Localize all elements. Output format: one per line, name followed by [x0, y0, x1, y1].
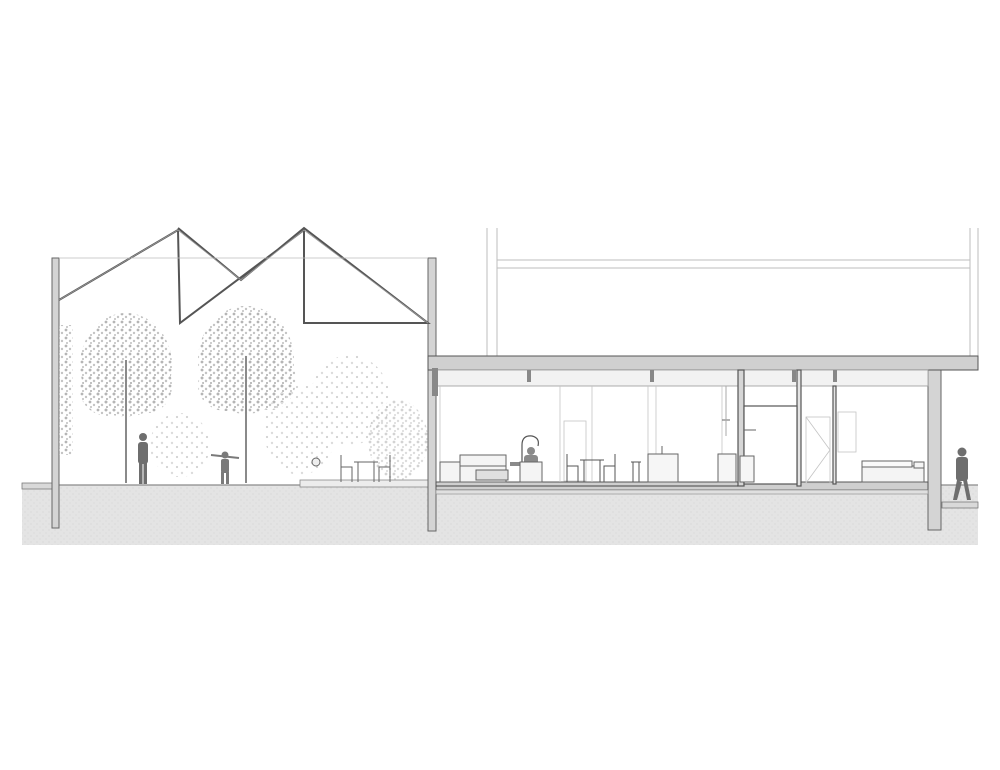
- sawtooth-roof-frame: [58, 226, 431, 325]
- sofa: [439, 454, 509, 483]
- kitchen-island: [647, 386, 737, 483]
- foundation-band: [435, 489, 929, 495]
- background-building-outline: [486, 228, 979, 356]
- background-foliage: [150, 355, 428, 480]
- tree-right: [198, 306, 296, 483]
- ceiling-band: [435, 369, 929, 387]
- house-roof-slab: [427, 355, 979, 371]
- roof-outline-thin: [58, 229, 429, 324]
- left-wall: [51, 257, 60, 529]
- footpath-left: [21, 482, 57, 490]
- dining-set: [566, 454, 641, 482]
- bed: [861, 460, 925, 483]
- person-walking-outside: [953, 447, 971, 500]
- wall-climber: [59, 325, 73, 455]
- child-figure-garden: [210, 451, 240, 484]
- ceiling-beams: [432, 368, 837, 396]
- footpath-right: [941, 501, 979, 509]
- tree-left: [80, 313, 172, 483]
- arc-floor-lamp: [521, 435, 539, 482]
- armchair: [519, 461, 543, 483]
- person-standing-garden: [138, 433, 148, 484]
- garden-table-set: [311, 455, 391, 482]
- garden-step: [299, 479, 429, 488]
- ground-soil: [22, 485, 978, 545]
- bathroom-fixtures: [739, 429, 756, 483]
- interior-partitions: [737, 369, 837, 487]
- right-wall: [927, 369, 942, 531]
